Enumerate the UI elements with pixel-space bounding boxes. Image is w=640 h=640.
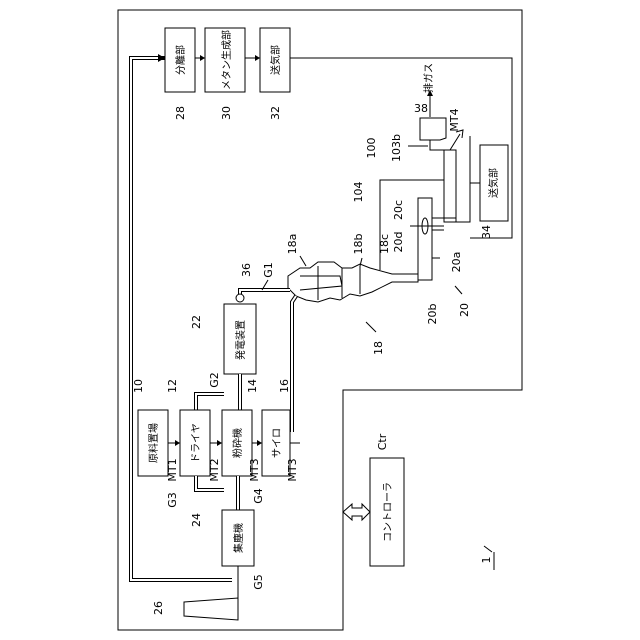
arrowhead xyxy=(257,440,262,446)
label-36: 36 xyxy=(240,263,253,277)
duct-103b xyxy=(430,140,444,196)
g1-pipe xyxy=(240,290,290,302)
controller-link-arrow xyxy=(343,504,370,520)
crusher-number: 14 xyxy=(246,379,259,393)
label-g5: G5 xyxy=(252,574,265,590)
leader-20 xyxy=(455,286,462,294)
g5-return-pipe-inner xyxy=(131,58,232,580)
dust-collector-label: 集塵機 xyxy=(232,523,245,553)
stack-26 xyxy=(184,598,238,620)
label-g3: G3 xyxy=(166,492,179,508)
raw-storage-number: 10 xyxy=(132,379,145,393)
label-26: 26 xyxy=(152,601,165,615)
silo-number: 16 xyxy=(278,379,291,393)
boiler-vertical-duct xyxy=(444,150,456,222)
g2-pipe xyxy=(196,394,224,410)
label-mt3b: MT3 xyxy=(286,458,299,481)
mt4-arrow xyxy=(450,130,463,150)
valve-36 xyxy=(236,294,244,302)
gasifier-18 xyxy=(288,262,418,302)
controller-label: コントローラ xyxy=(382,482,394,542)
gasifier-inner xyxy=(300,266,360,300)
crusher-label: 粉砕機 xyxy=(231,428,244,458)
label-mt3a: MT3 xyxy=(248,458,261,481)
label-mt4: MT4 xyxy=(448,108,461,131)
separation-label: 分離部 xyxy=(174,45,187,75)
arrowhead xyxy=(200,55,205,61)
leader-18a xyxy=(300,256,306,266)
arrowhead xyxy=(217,440,222,446)
label-20: 20 xyxy=(458,303,471,317)
arrowhead xyxy=(158,54,165,62)
blower-right-outline xyxy=(456,136,470,222)
arrowhead xyxy=(175,440,180,446)
g5-return-pipe xyxy=(131,58,232,580)
figure-number: 1 xyxy=(480,557,493,564)
methane-number: 30 xyxy=(220,106,233,120)
combustion-chamber-20 xyxy=(418,198,432,280)
label-20a: 20a xyxy=(450,252,463,273)
exhaust-unit-38 xyxy=(420,118,446,140)
raw-storage-label: 原料置場 xyxy=(147,423,160,463)
dryer-label: ドライヤ xyxy=(190,423,202,463)
exhaust-label: 排ガス xyxy=(422,63,435,93)
label-mt2: MT2 xyxy=(208,458,221,481)
label-mt1: MT1 xyxy=(166,458,179,481)
label-100: 100 xyxy=(365,138,378,159)
blower-top-label: 送気部 xyxy=(269,45,282,75)
separation-number: 28 xyxy=(174,106,187,120)
blower-right-label: 送気部 xyxy=(487,168,500,198)
label-103b: 103b xyxy=(390,134,403,162)
blower-top-number: 32 xyxy=(269,106,282,120)
label-g1: G1 xyxy=(262,262,275,278)
label-20b: 20b xyxy=(426,303,439,324)
generator-number-outer: 22 xyxy=(190,315,203,329)
label-g4: G4 xyxy=(252,488,265,504)
blower-right-number: 34 xyxy=(480,225,493,239)
dryer-number: 12 xyxy=(166,379,179,393)
label-18: 18 xyxy=(372,341,385,355)
methane-label: メタン生成部 xyxy=(220,30,233,90)
label-18a: 18a xyxy=(286,234,299,255)
label-g2: G2 xyxy=(208,372,221,388)
label-104: 104 xyxy=(352,182,365,203)
generator-label: 発電装置 xyxy=(234,320,247,360)
label-20c: 20c xyxy=(392,200,405,220)
silo-label: サイロ xyxy=(271,428,283,458)
leader-18 xyxy=(366,322,376,332)
dust-collector-number: 24 xyxy=(190,513,203,527)
system-frame xyxy=(118,10,522,630)
label-18b: 18b xyxy=(352,233,365,254)
arrowhead xyxy=(255,55,260,61)
line-104 xyxy=(380,180,444,270)
exhaust-number: 38 xyxy=(414,102,428,115)
controller-number: Ctr xyxy=(376,433,389,450)
g2-pipe-inner xyxy=(196,394,224,410)
label-20d: 20d xyxy=(392,232,405,253)
